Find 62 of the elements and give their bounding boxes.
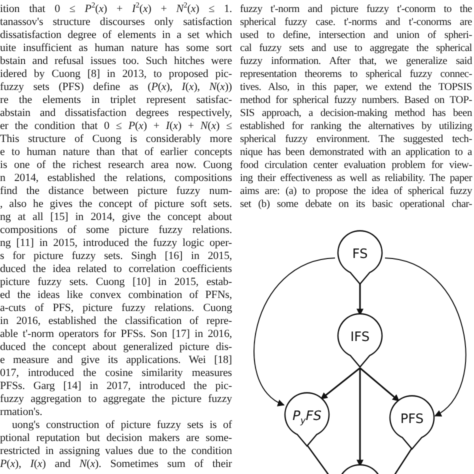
text-line: set (b) some debate on its basic operational char- <box>240 198 472 211</box>
text-line: restricted in assigning values due to the condition <box>0 445 232 458</box>
arrow <box>320 367 360 400</box>
text-line: method for spherical fuzzy numbers. Based on TOP- <box>240 94 472 107</box>
text-line: n 2014, established the relations, compositions <box>0 172 232 185</box>
text-line: food circulation center evaluation problem for view- <box>240 159 472 172</box>
text-line: bstain and refusal issues too. Such hitches were <box>0 55 232 68</box>
text-line: ng at all [15] in 2014, give the concept about <box>0 211 232 224</box>
text-line: spherical fuzzy case. t'-norms and t'-conorms are <box>240 16 472 29</box>
text-line: able t'-norm operators for PFSs. Son [17] in 2016, <box>0 328 232 341</box>
text-line: rmation's. <box>0 406 44 419</box>
text-line: in 2016, established the classification of repre- <box>0 315 232 328</box>
text-line: PFSs. Garg [14] in 2017, introduced the pic- <box>0 380 232 393</box>
text-line: This structure of Cuong is considerably more <box>0 133 232 146</box>
text-line: picture fuzzy sets. Cuong [10] in 2015, estab- <box>0 276 232 289</box>
text-line: uong's construction of picture fuzzy sets is of <box>12 419 232 432</box>
text-line: ed the ideas like convex combination of PFNs, <box>0 289 232 302</box>
arrow <box>254 258 336 406</box>
text-line: 017, introduced the cosine similarity measures <box>0 367 232 380</box>
text-line: e measure and give its applications. Wei [18] <box>0 354 232 367</box>
arrow <box>356 368 364 467</box>
text-line: a-cuts of PFS, picture fuzzy relations. Cuong <box>0 302 232 315</box>
text-line: P(x), I(x) and N(x). Sometimes sum of their <box>0 458 232 471</box>
text-line: e to human nature than that of earlier concepts <box>0 146 232 159</box>
node-label: FS <box>352 246 368 264</box>
text-line: nique has been demonstrated with an application to a <box>240 146 472 159</box>
text-line: used to define, intersection and union of spheri- <box>240 29 472 42</box>
text-line: tives. Also, in this paper, we extend the TOPSIS <box>240 81 472 94</box>
text-line: aims are: (a) to propose the idea of spherical fuzzy <box>240 185 472 198</box>
node-label: IFS <box>350 329 370 347</box>
text-line: ptional reputation but decision makers are some- <box>0 432 232 445</box>
text-line: ing their effectiveness as well as reliability. The paper <box>240 172 472 185</box>
text-line: ition that 0 ≤ P$^{2}$(x) + I$^{2}$(x) + N$^{2}$(x) ≤ 1. <box>0 3 232 16</box>
text-line: fuzzy aggregation to aggregate the picture fuzzy <box>0 393 232 406</box>
node-label: PFS <box>400 411 424 429</box>
text-line: uite insufficient as human nature has some sort <box>0 42 232 55</box>
text-line: SIS approach, a decision-making method has been <box>240 107 472 120</box>
text-line: duced the concept about generalized picture dis- <box>0 341 232 354</box>
text-line: fuzzy sets (PFS) define as (P(x), I(x), N(x)) <box>0 81 232 94</box>
text-line: is one of the richest research area now. Cuong <box>0 159 232 172</box>
text-line: compositions of some picture fuzzy relations. <box>0 224 232 237</box>
node-label: P$_{y}$FS <box>292 408 322 426</box>
text-line: find the distance between picture fuzzy num- <box>0 185 232 198</box>
text-line: er the condition that 0 ≤ P(x) + I(x) + N(x) ≤ <box>0 120 232 133</box>
arrow <box>359 367 400 402</box>
text-line: established for ranking the alternatives by utilizing <box>240 120 472 133</box>
text-line: ng [11] in 2015, introduced the fuzzy logic oper- <box>0 237 232 250</box>
text-line: duced the idea related to correlation coefficients <box>0 263 232 276</box>
text-line: , also he gives the concept of picture soft sets. <box>0 198 232 211</box>
text-line: fuzzy t'-norm and picture fuzzy t'-conorm to the <box>240 3 472 16</box>
arrow <box>356 282 364 316</box>
text-line: s for picture fuzzy sets. Singh [16] in 2015, <box>0 250 232 263</box>
text-line: representation theorems to spherical fuzzy connec- <box>240 68 472 81</box>
text-line: spherical fuzzy environment. The suggested tech- <box>240 133 472 146</box>
text-line: idered by Cuong [8] in 2013, to proposed pic- <box>0 68 232 81</box>
arrow <box>384 258 466 416</box>
text-line: cal fuzzy sets and use to aggregate the spherical <box>240 42 472 55</box>
text-line: dissatisfaction degree of elements in a set which <box>0 29 232 42</box>
text-line: fuzzy information. After that, we generalize said <box>240 55 472 68</box>
text-line: abstain and dissatisfaction degrees respectively, <box>0 107 232 120</box>
text-line: re the elements in triplet represent satisfac- <box>0 94 232 107</box>
text-line: tanassov's structure discourses only satisfaction <box>0 16 232 29</box>
